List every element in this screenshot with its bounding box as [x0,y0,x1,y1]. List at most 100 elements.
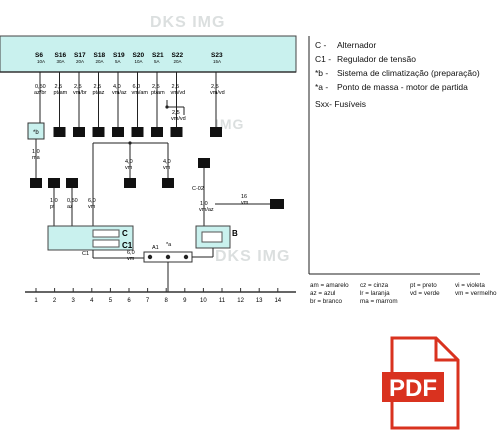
legend-code: *b - [315,68,329,78]
wire-label: 0,50 [67,198,78,204]
pdf-icon[interactable]: PDF [380,336,462,432]
ground-number: 14 [274,298,281,304]
wire-color: pt/am [54,90,68,96]
fuse-id: S17 [74,52,86,59]
wire-label: 4,0 [125,159,133,165]
legend-item: C - Alternador [315,40,500,51]
color-code: az = azul [310,289,336,297]
connector [48,178,60,188]
fuse-amp: 10A [37,59,45,64]
wire-label: vm [163,165,171,171]
wire-color: pt/am [151,90,165,96]
wire-gauge: 6,0 [133,84,141,90]
wire-gauge: 2,5 [152,84,160,90]
connector [210,127,222,137]
wire-label: C1 [82,251,89,257]
wire-label: 1,0 [32,149,40,155]
fuse-amp: 20A [96,59,104,64]
wire-label: 1,0 [50,198,58,204]
ground-number: 6 [127,298,131,304]
connector [170,127,183,137]
connector [162,178,174,188]
wire-color: pt/az [93,90,105,96]
watermark: IMG [215,116,245,132]
wire-label: 6,0 [88,198,96,204]
wire-color: vm/br [73,90,87,96]
fuse-id: S22 [172,52,184,59]
fuse-id: S21 [152,52,164,59]
color-code: vi = violeta [455,282,485,289]
wire-label: vm/az [199,207,214,213]
ground-number: 8 [165,298,169,304]
fuse-id: S23 [211,52,223,59]
ground-number: 1 [34,298,38,304]
color-code: vm = vermelho [455,289,497,297]
wire-color: vm/am [132,90,149,96]
legend-item: *a - Ponto de massa - motor de partida [315,82,500,93]
connector [270,199,284,209]
alternator-box [47,225,134,251]
ground-number: 11 [219,298,226,304]
starter-motor-label: B [232,229,238,238]
color-code: br = branco [310,297,343,305]
wire-gauge: 2,5 [74,84,82,90]
wire-color: vm/vd [210,90,225,96]
legend-item: C1 - Regulador de tensão [315,54,500,65]
ground-point-label: *a [166,242,172,248]
wire-label: vm [127,256,135,262]
ground-strip-label: A1 [152,245,159,251]
connector [53,127,66,137]
pdf-label: PDF [389,375,437,402]
wire-label: 2,5 [172,110,180,116]
wire-label: 4,0 [163,159,171,165]
component-b-label: *b [33,130,39,136]
legend-code: C - [315,40,327,50]
legend-text: Ponto de massa - motor de partida [337,82,468,92]
legend-code: C1 - [315,54,332,64]
wire-gauge: 2,5 [172,84,180,90]
wire-color: vm/az [112,90,127,96]
connector [73,127,85,137]
wire-label: az [67,204,73,210]
fuse-id: S6 [35,52,43,59]
connector [198,158,210,168]
wire-label: pt [50,204,55,210]
legend-text: Alternador [337,40,377,50]
wire-label: vm [88,204,96,210]
ground-number: 5 [109,298,113,304]
color-code: lr = laranja [360,289,390,297]
connector [112,127,124,137]
color-code: vd = verde [410,289,440,297]
fuse-amp: 10A [135,59,143,64]
wire-label: 1,0 [200,201,208,207]
fuse-amp: 20A [174,59,182,64]
fuse-id: S19 [113,52,125,59]
fuse-amp: 5A [154,59,160,64]
wire-gauge: 0,50 [35,84,46,90]
color-code: pt = preto [410,282,437,289]
legend-text: Regulador de tensão [337,54,416,64]
connector [66,178,78,188]
fuse-amp: 5A [115,59,121,64]
fuse-id: S18 [94,52,106,59]
legend-fuses: Sxx- Fusíveis [315,99,367,109]
connector [124,178,136,188]
color-code: cz = cinza [360,282,389,289]
connector [131,127,144,137]
connector [92,127,105,137]
ground-number: 7 [146,298,150,304]
ground-number: 10 [200,298,207,304]
regulator-label: C1 [122,241,133,250]
ground-number: 12 [237,298,244,304]
color-code: am = amarelo [310,282,349,289]
ground-number: 4 [90,298,94,304]
ground-number: 13 [256,298,263,304]
wiring-diagram: S610AS1630AS1720AS1820AS195AS2010AS215AS… [0,35,297,304]
wire-gauge: 2,5 [211,84,219,90]
fuse-id: S20 [133,52,145,59]
wire-label: C-02 [192,186,204,192]
component-legend: C - Alternador C1 - Regulador de tensão *b -… [315,40,500,110]
connector [30,178,42,188]
wire-label: ma [32,155,41,161]
legend-code: *a - [315,82,329,92]
